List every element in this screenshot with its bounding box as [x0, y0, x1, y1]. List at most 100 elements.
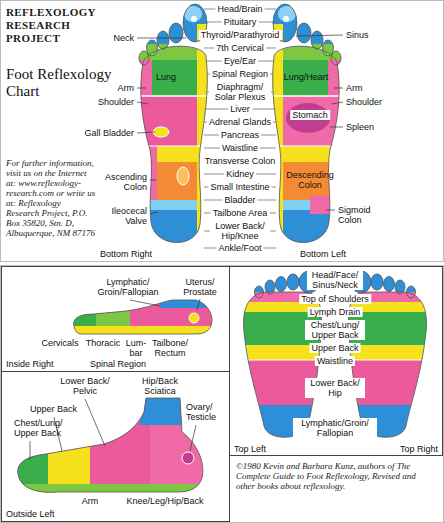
leader-line	[150, 212, 158, 214]
zone-label: Kidney	[224, 169, 256, 179]
leader-line	[330, 127, 343, 128]
leader-line	[334, 88, 343, 89]
zone-label: Liver	[228, 104, 252, 114]
outside-foot-view	[190, 425, 196, 451]
zone-label: Sinus	[346, 30, 369, 40]
zone-label: Top Left	[234, 444, 266, 454]
right-sole	[141, 46, 208, 242]
top-foot-view	[265, 280, 275, 294]
zone-label: Shoulder	[346, 97, 382, 107]
inside-foot-view	[130, 300, 160, 306]
left-sole	[273, 4, 341, 243]
left-sole	[269, 24, 283, 260]
inside-foot-view	[60, 296, 220, 340]
leader-line	[326, 210, 335, 211]
contact-note: For further information, visit us on the…	[6, 158, 96, 238]
left-sole	[311, 31, 323, 49]
zone-label: Lower Back/ Hip	[305, 378, 365, 398]
leader-line	[137, 102, 148, 104]
zone-label: Inside Right	[6, 359, 54, 369]
zone-label: Lower Back/ Hip/Knee	[210, 221, 270, 241]
copyright-note: ©1980 Kevin and Barbara Kunz, authors of…	[236, 461, 436, 491]
view-panel: Head/Face/ Sinus/NeckTop of ShouldersLym…	[229, 266, 443, 456]
zone-label: Lymphatic/ Groin/Fallopian	[91, 277, 166, 297]
zone-label: Uterus/ Prostate	[180, 277, 220, 297]
zone-label: Pituitary	[222, 17, 259, 27]
zone-label: Waistline	[220, 143, 260, 153]
zone-label: Descending Colon	[284, 170, 336, 190]
zone-label: Ankle/Foot	[216, 243, 263, 253]
zone-label: Gall Bladder	[84, 128, 134, 138]
outside-foot-view	[10, 395, 215, 495]
outside-foot-view	[10, 484, 215, 495]
zone-label: Arm	[118, 83, 135, 93]
right-sole	[191, 16, 197, 22]
inside-foot-view	[130, 299, 200, 310]
zone-label: Spinal Region	[90, 359, 146, 369]
view-label: Bottom Right	[100, 249, 152, 259]
zone-label: Spinal Region	[210, 69, 270, 79]
card-top	[1, 1, 444, 262]
zone-label: 7th Cervical	[214, 43, 266, 53]
zone-label: Lymph Drain	[308, 307, 363, 317]
leader-line	[137, 35, 343, 214]
leader-line	[332, 102, 343, 104]
leader-line	[137, 38, 186, 39]
zone-label: Small Intestine	[208, 182, 271, 192]
right-sole	[184, 6, 202, 22]
top-foot-view	[407, 286, 416, 298]
outside-foot-view	[182, 452, 194, 464]
view-panel: Lower Back/ PelvicHip/Back SciaticaUpper…	[1, 371, 230, 522]
right-sole	[169, 23, 183, 43]
logo-text: REFLEXOLOGY RESEARCH PROJECT	[6, 6, 98, 45]
top-foot-view	[235, 266, 435, 445]
inside-foot-view	[189, 313, 199, 323]
zone-label: Chest/Lung/ Upper Back	[305, 320, 365, 340]
left-sole	[283, 16, 289, 22]
view-label: Bottom Left	[300, 249, 346, 259]
zone-label: Lymphatic/Groin/ Fallopian	[293, 418, 377, 438]
zone-label: Outside Left	[6, 509, 55, 519]
zone-label: Tailbone/ Rectum	[146, 338, 194, 358]
right-sole	[177, 167, 189, 185]
zone-label: Head/Face/ Sinus/Neck	[307, 270, 363, 290]
inside-foot-view	[60, 296, 220, 340]
leader-line	[204, 9, 276, 248]
right-sole	[130, 145, 220, 146]
zone-label: Ascending Colon	[101, 172, 147, 192]
zone-label: Arm	[346, 83, 363, 93]
zone-label: Top of Shoulders	[299, 294, 371, 304]
chart-title: Foot Reflexology Chart	[6, 66, 118, 100]
leader-line	[137, 88, 146, 89]
zone-label: Thyroid/Parathyroid	[199, 30, 282, 40]
leader-line	[296, 35, 343, 36]
outside-foot-view	[85, 399, 105, 446]
zone-label: Transverse Colon	[203, 156, 278, 166]
inside-foot-view	[60, 296, 220, 340]
zone-label: Arm	[82, 496, 99, 506]
zone-label: Chest/Lung/ Upper Back	[14, 418, 72, 438]
zone-label: Upper Back	[30, 404, 77, 414]
zone-label: Bladder	[222, 195, 257, 205]
zone-label: Cervicals	[41, 338, 78, 348]
zone-label: Ovary/ Testicle	[186, 402, 226, 422]
top-foot-view	[395, 280, 405, 294]
inside-foot-view	[160, 296, 220, 308]
outside-foot-view	[140, 395, 190, 425]
inside-foot-view	[60, 326, 220, 336]
zone-label: Lower Back/ Pelvic	[57, 376, 113, 396]
leader-line	[150, 180, 156, 181]
leader-line	[137, 132, 155, 133]
left-sole	[260, 214, 350, 260]
zone-label: Pancreas	[219, 130, 261, 140]
zone-label: Ileocecal Valve	[105, 206, 147, 226]
right-sole	[197, 24, 211, 260]
zone-label: Spleen	[346, 122, 374, 132]
zone-label: Thoracic	[86, 338, 121, 348]
zone-label: Eye/Ear	[222, 56, 258, 66]
zone-label: Sigmoid Colon	[338, 205, 378, 225]
top-foot-view	[371, 274, 383, 290]
inside-foot-view	[74, 300, 212, 334]
zone-label: Lung	[156, 72, 176, 82]
